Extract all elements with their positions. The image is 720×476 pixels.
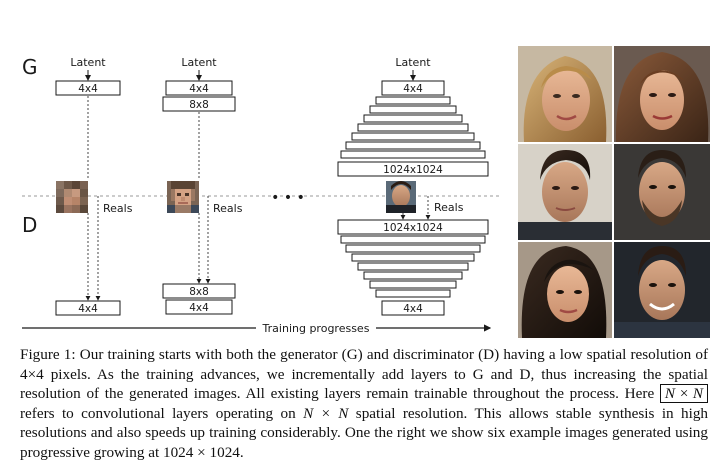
d-block-1024 <box>337 219 489 235</box>
sample-face-3 <box>518 144 612 240</box>
g-block-label: 8x8 <box>189 99 209 111</box>
reals-label-1: Reals <box>103 202 133 215</box>
discriminator-label: D <box>22 213 37 237</box>
d-block-label: 8x8 <box>189 286 209 298</box>
d-block-4x4 <box>55 300 121 316</box>
sample-face-6 <box>614 242 710 338</box>
figure-caption: Figure 1: Our training starts with both … <box>20 345 708 463</box>
sample-face-5 <box>518 242 612 338</box>
g-block-label: 1024x1024 <box>383 164 443 176</box>
g-block-label: 4x4 <box>78 83 98 95</box>
sample-faces-grid <box>518 46 710 338</box>
g-block-4x4 <box>381 80 445 96</box>
d-block-label: 1024x1024 <box>383 222 443 234</box>
sample-face-4 <box>614 144 710 240</box>
stage-1: Latent 4x4 Reals 4x4 <box>55 56 133 316</box>
caption-text-2: refers to convolutional layers operating… <box>20 404 296 422</box>
caption-boxed-nxn: N × N <box>659 384 708 404</box>
g-block-4x4 <box>165 80 233 96</box>
reals-label-2: Reals <box>213 202 243 215</box>
g-block-label: 4x4 <box>189 83 209 95</box>
latent-label-2: Latent <box>181 56 217 69</box>
sample-face-1 <box>518 46 612 142</box>
d-block-4x4 <box>381 300 445 316</box>
stage-2: Latent 4x4 8x8 Reals 8x8 4x4 <box>162 56 243 315</box>
pixelated-face-4x4 <box>56 181 88 213</box>
caption-text-3: spatial resolution. This allows stable s… <box>20 404 709 461</box>
latent-label-1: Latent <box>70 56 106 69</box>
caption-math-nxn: N × N <box>303 404 349 422</box>
reals-label-3: Reals <box>434 201 464 214</box>
real-face-thumbnail <box>386 181 416 213</box>
caption-math-res: 1024 × 1024 <box>162 443 240 461</box>
generator-label: G <box>22 55 38 79</box>
pixelated-face-8x8 <box>167 181 199 213</box>
caption-text-1: Figure 1: Our training starts with both … <box>20 346 708 403</box>
ellipsis: • • • <box>271 190 305 206</box>
caption-text-4: . <box>239 443 244 461</box>
d-block-label: 4x4 <box>78 303 98 315</box>
progress-label: Training progresses <box>262 322 370 335</box>
figure-1: G D Latent 4x4 Reals 4x4 Latent <box>22 46 710 338</box>
sample-face-2 <box>614 46 710 142</box>
d-block-label: 4x4 <box>403 303 423 315</box>
g-block-8x8 <box>162 96 236 112</box>
latent-label-3: Latent <box>395 56 431 69</box>
d-block-4x4 <box>165 299 233 315</box>
d-block-label: 4x4 <box>189 302 209 314</box>
stage-3: Latent 4x4 1024x1024 Reals 1024x1024 <box>337 56 489 316</box>
g-block-label: 4x4 <box>403 83 423 95</box>
g-block-4x4 <box>55 80 121 96</box>
g-block-1024 <box>337 161 489 177</box>
d-block-8x8 <box>162 283 236 299</box>
